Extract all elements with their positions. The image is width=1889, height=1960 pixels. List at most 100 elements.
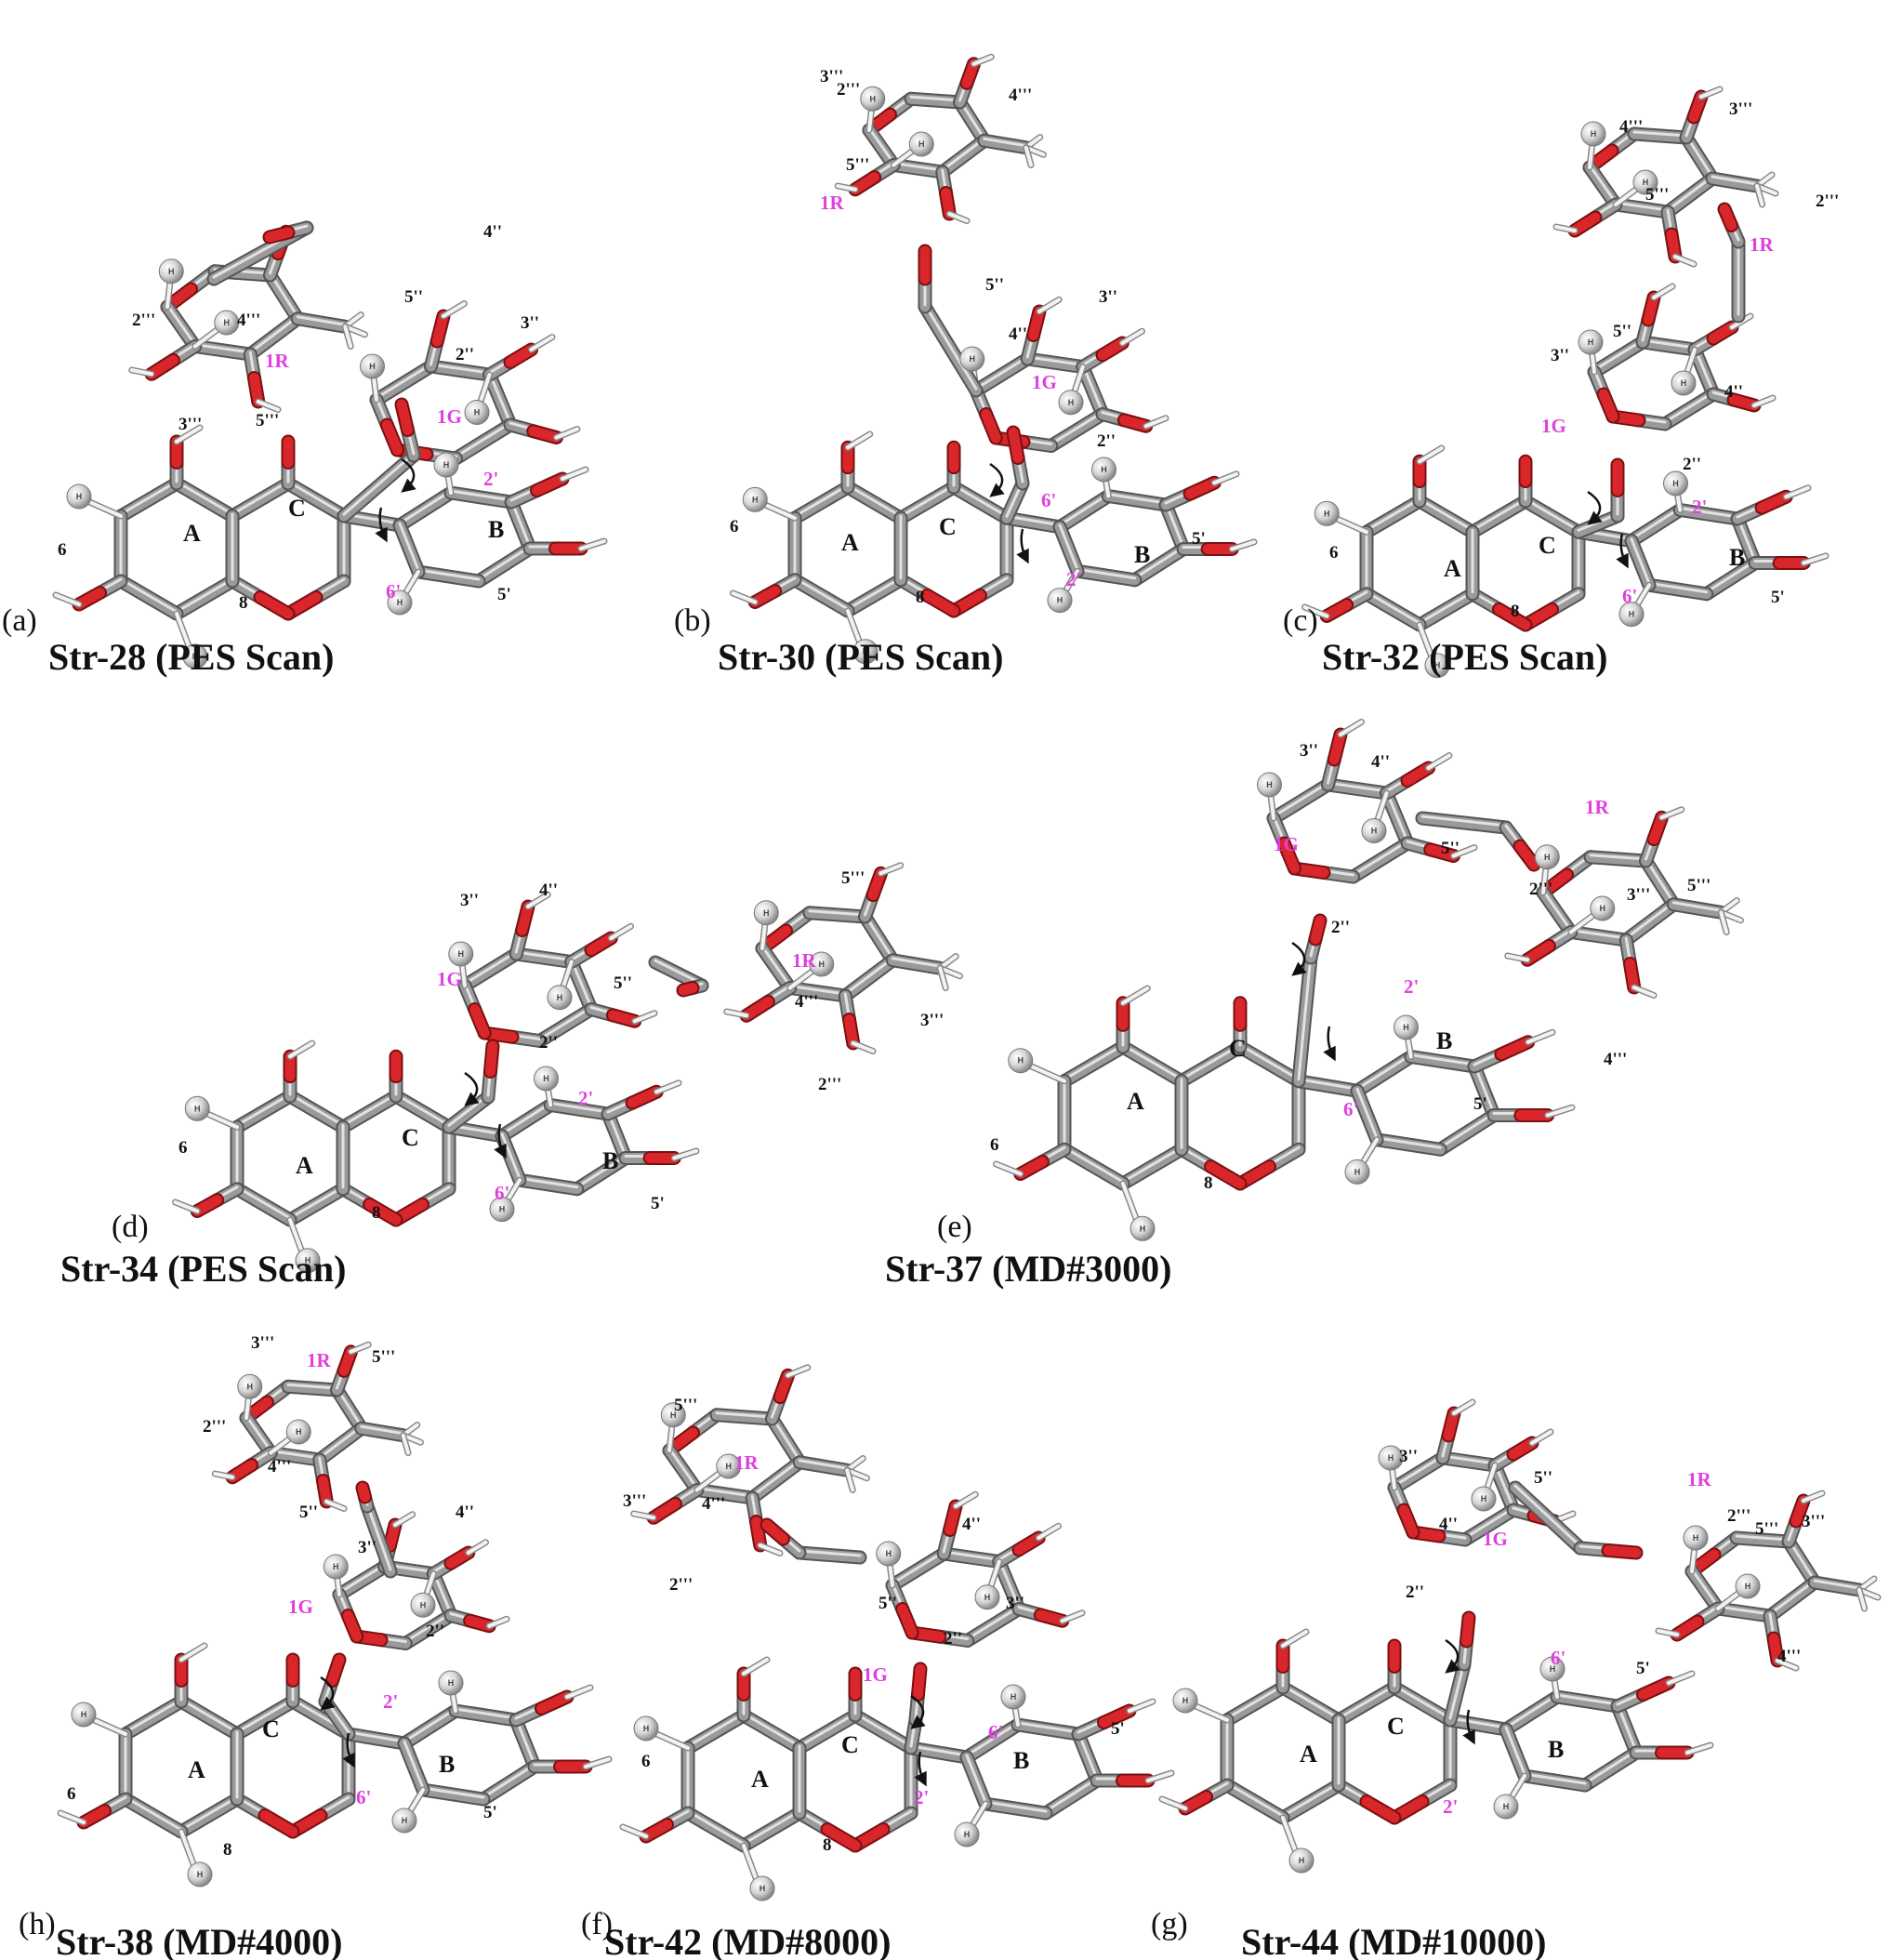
atom-label-2pp: 2'' <box>1331 918 1350 937</box>
bond <box>794 1710 861 1754</box>
bond-highlight <box>798 1459 849 1470</box>
bond <box>842 482 906 523</box>
bond-highlight <box>124 1795 183 1832</box>
hydrogen-bond-stub <box>651 1730 690 1750</box>
atom-label-8: 8 <box>223 1840 232 1860</box>
bond <box>1620 899 1679 946</box>
atom-label-5p: 5' <box>651 1194 665 1213</box>
atom-label-4pp: 4'' <box>1371 752 1390 772</box>
bond-highlight <box>1630 507 1682 541</box>
hydrogen-symbol: H <box>886 1549 892 1558</box>
hydrogen-bond-stub <box>1699 87 1722 99</box>
bond <box>450 1705 522 1726</box>
oxygen-bond <box>1522 940 1554 965</box>
bond-highlight <box>1044 1777 1099 1813</box>
bond <box>231 1696 298 1740</box>
bond <box>1046 409 1108 451</box>
bond <box>1668 899 1726 918</box>
ring-label-A: A <box>296 1152 313 1179</box>
hydrogen-bond-stub <box>1418 623 1435 662</box>
oxygen-bond <box>1013 1532 1044 1556</box>
oxygen-bond <box>1688 91 1707 123</box>
hydrogen-atom <box>323 1554 349 1580</box>
hydrogen-atom <box>954 1821 980 1847</box>
panel-title-c: Str-32 (PES Scan) <box>1322 636 1607 678</box>
oxygen-bond <box>1328 729 1346 765</box>
bond <box>938 1548 1005 1567</box>
rotation-arrow-layer <box>320 457 1629 1787</box>
bond <box>1707 173 1763 192</box>
rotation-arrow <box>494 1123 507 1159</box>
atom-label-6: 6 <box>1329 543 1339 563</box>
hydrogen-bond-stub <box>1418 446 1444 464</box>
atom-label-1R: 1R <box>307 1349 332 1371</box>
bond <box>1731 1532 1794 1547</box>
hydrogen-atom <box>716 1453 742 1479</box>
bond <box>1406 1052 1480 1072</box>
hydrogen-atom <box>742 486 768 512</box>
oxygen-bond <box>1790 1495 1809 1527</box>
oxygen-bond <box>822 1824 861 1851</box>
atom-label-2p: 2' <box>1443 1795 1458 1818</box>
bond <box>572 1153 631 1195</box>
bond <box>1629 128 1692 143</box>
bond-highlight <box>1645 857 1675 905</box>
bond-highlight <box>1555 1693 1619 1706</box>
bond-highlight <box>686 1712 746 1748</box>
atom-label-1G: 1G <box>1483 1528 1508 1550</box>
hydrogen-bond-stub <box>487 1617 509 1628</box>
bond-highlight <box>235 1093 292 1127</box>
bond <box>1222 1682 1288 1726</box>
hydrogen-symbol: H <box>397 598 403 607</box>
bond <box>839 955 898 1001</box>
bond-highlight <box>1058 523 1079 571</box>
hydrogen-bond-stub <box>1024 145 1033 167</box>
bond-highlight <box>1588 164 1618 205</box>
bond <box>459 948 522 991</box>
hydrogen-symbol: H <box>1354 1167 1361 1176</box>
bond <box>283 478 350 522</box>
bond <box>887 1548 949 1591</box>
atom-label-1R: 1R <box>734 1451 760 1474</box>
ring-label-C: C <box>939 513 957 540</box>
bond-highlight <box>750 1459 801 1498</box>
hydrogen-bond-stub <box>1120 329 1144 345</box>
hydrogen-bond-stub <box>1302 605 1329 618</box>
bond-highlight <box>1393 1454 1445 1488</box>
hydrogen-symbol: H <box>1672 479 1679 488</box>
hydrogen-symbol: H <box>964 1830 971 1839</box>
ring-label-C: C <box>402 1124 419 1151</box>
hydrogen-symbol: H <box>543 1074 549 1083</box>
bond-highlight <box>1473 1063 1496 1115</box>
atom-label-4ppp: 4''' <box>1009 86 1032 105</box>
bond-highlight <box>867 126 895 165</box>
panel-title-e: Str-37 (MD#3000) <box>885 1248 1171 1290</box>
hydrogen-atom <box>1424 653 1450 679</box>
atom-label-3ppp: 3''' <box>1627 885 1650 905</box>
bond-highlight <box>447 1093 490 1127</box>
bond-highlight <box>482 1763 536 1799</box>
bond <box>1323 779 1392 799</box>
hydrogen-bond-stub <box>288 1218 306 1257</box>
hydrogen-atom <box>1580 121 1606 147</box>
hydrogen-atom <box>1493 1794 1519 1820</box>
bond <box>1589 337 1648 377</box>
bond-highlight <box>1409 1053 1476 1066</box>
hydrogen-atom <box>1735 1573 1761 1599</box>
hydrogen-bond-stub <box>1037 1524 1061 1540</box>
bond <box>1103 491 1171 510</box>
hydrogen-symbol: H <box>1140 1224 1146 1233</box>
hydrogen-bond-stub <box>1060 1610 1084 1623</box>
atom-label-5p: 5' <box>1771 588 1785 607</box>
hydrogen-bond-stub <box>288 1041 314 1059</box>
hydrogen-bond-stub <box>554 427 579 440</box>
atom-label-8: 8 <box>372 1203 381 1223</box>
oxygen-bond <box>944 1501 961 1535</box>
panel-letter-f: (f) <box>581 1907 613 1941</box>
atom-label-5p: 5' <box>1111 1719 1125 1739</box>
bond <box>337 1091 402 1132</box>
bond-highlight <box>375 363 432 400</box>
ring-label-B: B <box>1134 541 1150 568</box>
hydrogen-atom <box>1539 1656 1565 1682</box>
